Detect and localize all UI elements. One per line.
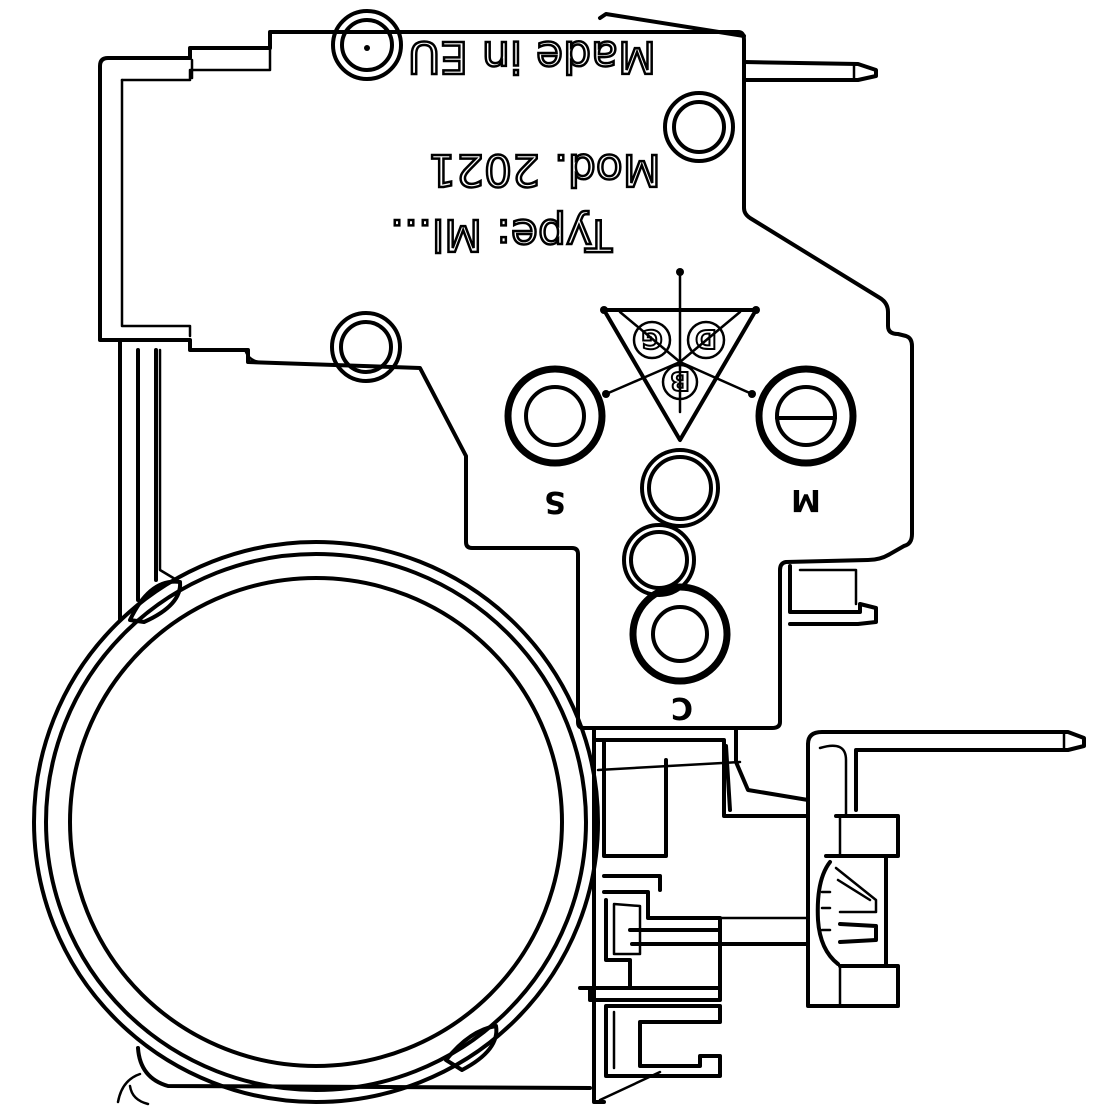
pin-label-main: M [791, 482, 821, 517]
relay-housing [98, 30, 914, 730]
left-frame-rails [118, 338, 182, 622]
pin-label-common: C [671, 690, 693, 725]
label-model: Mod. 2021 [428, 144, 661, 195]
lever-assembly [806, 730, 1086, 1008]
motor-housing [32, 540, 600, 1106]
printed-labels: Made in EU Mod. 2021 Type: Ml... [389, 30, 662, 262]
mounting-hole-right [663, 91, 735, 163]
top-terminal-pin [598, 12, 878, 82]
pin-label-start: S [544, 484, 566, 519]
right-bracket [788, 564, 878, 626]
label-type: Type: Ml... [390, 209, 613, 260]
socket-center-upper [640, 448, 720, 528]
logo-letter-b: B [670, 365, 690, 395]
socket-start [504, 365, 606, 467]
certification-logo: G D B [600, 268, 760, 442]
mounting-hole-left [330, 311, 402, 383]
label-made-in-eu: Made in EU [408, 31, 656, 82]
logo-letter-g: G [641, 323, 662, 353]
mounting-hole-top [331, 9, 403, 81]
lower-mechanism [578, 726, 810, 1104]
socket-common [629, 583, 731, 685]
logo-letter-d: D [695, 323, 717, 353]
socket-main [755, 365, 857, 467]
